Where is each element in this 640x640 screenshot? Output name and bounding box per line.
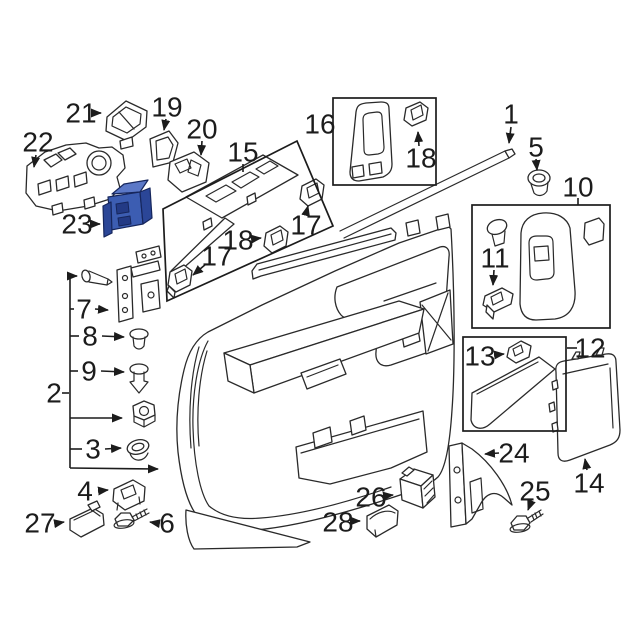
leader-lines-layer: [31, 108, 592, 529]
callout-17: 17: [201, 241, 232, 272]
part-9-grommet-art: [129, 363, 149, 394]
part-22-master-window-switch-art: [25, 142, 126, 216]
callout-9: 9: [81, 356, 97, 387]
part-18-clip-middle-art: [263, 225, 289, 254]
callout-17: 17: [290, 210, 321, 241]
callout-18: 18: [405, 143, 436, 174]
callout-7: 7: [76, 294, 92, 325]
part-7-bracket-art: [81, 245, 162, 323]
group-box-10: [471, 204, 611, 329]
callout-12: 12: [574, 333, 605, 364]
callout-13: 13: [464, 341, 495, 372]
part-17-clip-right-art: [299, 178, 325, 207]
leader-8: [101, 332, 125, 342]
callout-1: 1: [503, 99, 519, 130]
door-accent-strip-art: [251, 227, 397, 280]
door-trim-panel-art: [176, 213, 455, 550]
callout-10: 10: [562, 172, 593, 203]
callout-8: 8: [82, 321, 98, 352]
part-5-grommet-art: [527, 169, 551, 197]
callout-27: 27: [24, 508, 55, 539]
leader-17: [301, 205, 310, 217]
part-18-clip-box16-art: [403, 101, 429, 127]
callout-22: 22: [22, 127, 53, 158]
leader-4: [97, 486, 109, 496]
callout-18: 18: [222, 225, 253, 256]
part-17-clip-left-art: [166, 264, 193, 299]
leader-9: [100, 367, 125, 377]
leader-19: [161, 118, 171, 131]
leader-22: [31, 154, 41, 168]
leader-7: [94, 304, 109, 314]
group-box-15: [162, 139, 335, 303]
callout-26: 26: [355, 482, 386, 513]
part-4-clip-art: [112, 479, 146, 511]
branch-door: [69, 464, 159, 474]
group-boxes-layer: [162, 97, 611, 432]
part-10-pillar-trim-group-art: [486, 212, 605, 321]
part-26-switch-art: [399, 466, 436, 509]
callout-2: 2: [46, 378, 62, 409]
callout-3: 3: [85, 434, 101, 465]
leader-25: [527, 499, 536, 511]
callout-19: 19: [151, 92, 182, 123]
callout-25: 25: [519, 476, 550, 507]
leader-6: [149, 519, 161, 529]
callout-16: 16: [304, 109, 335, 140]
part-20-switch-art: [167, 151, 210, 193]
callout-6: 6: [159, 508, 175, 539]
leader-3: [104, 444, 122, 454]
leader-18: [250, 234, 262, 244]
leader-5: [531, 158, 541, 171]
callout-28: 28: [322, 507, 353, 538]
callout-20: 20: [186, 114, 217, 145]
leader-26: [382, 491, 394, 501]
callout-14: 14: [573, 468, 604, 499]
leader-27: [53, 519, 65, 529]
part-16-sail-trim-art: [349, 101, 393, 182]
group-box-16: [332, 97, 437, 186]
callout-21: 21: [65, 98, 96, 129]
leader-17: [192, 263, 207, 276]
part-23-switch-highlighted-art: [102, 179, 153, 238]
part-3-pushpin-art: [126, 439, 150, 461]
callout-15: 15: [227, 137, 258, 168]
part-6-bolt-art: [113, 508, 150, 529]
group-box-12: [462, 336, 567, 432]
part-1-belt-molding-art: [339, 148, 516, 239]
part-14-access-panel-art: [548, 347, 621, 462]
leader-13: [493, 350, 505, 360]
part-8-grommet-art: [129, 328, 149, 350]
leader-24: [484, 448, 500, 458]
part-11-clip-art: [482, 287, 514, 320]
part-24-corner-trim-art: [448, 442, 513, 528]
leader-20: [197, 140, 207, 156]
part-28-cap-art: [366, 504, 399, 538]
part-19-switch-art: [149, 130, 179, 168]
part-25-bolt-art: [509, 509, 544, 533]
part-27-reflector-art: [69, 500, 105, 538]
leader-14: [582, 458, 592, 471]
callout-23: 23: [61, 209, 92, 240]
callout-24: 24: [498, 438, 529, 469]
part-nut-art: [132, 400, 156, 428]
part-12-trim-plate-art: [470, 356, 556, 429]
leader-11: [489, 269, 499, 286]
leader-1: [505, 126, 515, 144]
part-21-switch-art: [105, 100, 148, 150]
part-13-clip-art: [506, 340, 532, 364]
callout-4: 4: [77, 476, 93, 507]
leader-18: [414, 131, 424, 147]
callout-11: 11: [480, 243, 509, 274]
callout-5: 5: [528, 132, 544, 163]
